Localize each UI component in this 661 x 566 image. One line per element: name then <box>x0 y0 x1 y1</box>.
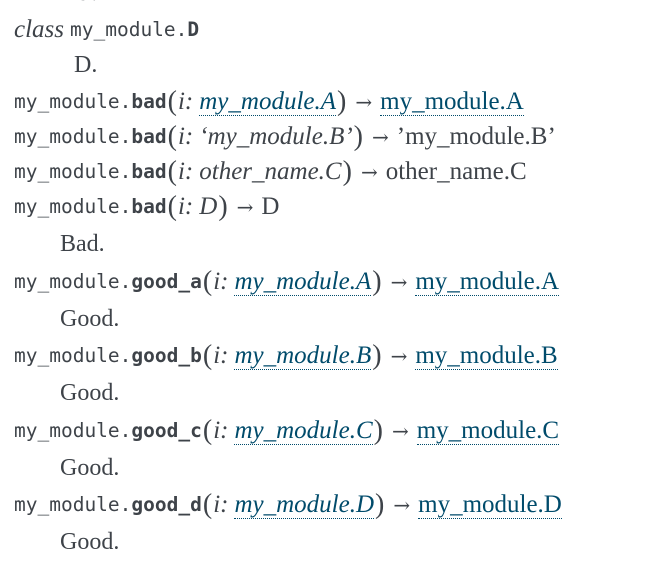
function-prefix: my_module. <box>14 344 132 367</box>
return-arrow: → <box>390 270 408 294</box>
function-name: bad <box>131 195 167 218</box>
param-type-link[interactable]: my_module.B <box>234 341 372 370</box>
function-name: good_a <box>131 270 202 293</box>
open-paren: ( <box>202 340 213 371</box>
function-prefix: my_module. <box>14 195 132 218</box>
param-type-link[interactable]: my_module.D <box>234 490 375 519</box>
param-name: i: <box>213 342 229 369</box>
close-paren: ) <box>373 415 383 446</box>
param-name: i: <box>177 193 194 220</box>
function-signature-bad-b: my_module.bad(i:‘my_module.B’) → ’my_modul… <box>14 120 556 154</box>
function-description: Good. <box>60 380 120 406</box>
open-paren: ( <box>202 489 213 520</box>
param-name: i: <box>177 123 194 150</box>
return-arrow: → <box>360 160 378 184</box>
return-arrow: → <box>391 419 409 443</box>
return-arrow: → <box>236 195 254 219</box>
open-paren: ( <box>167 121 177 152</box>
open-paren: ( <box>167 86 177 117</box>
close-paren: ) <box>372 340 382 371</box>
param-type-link[interactable]: my_module.C <box>234 416 373 445</box>
class-keyword: class <box>14 16 64 43</box>
class-name: D <box>187 18 200 41</box>
function-signature-good-c: my_module.good_c(i:my_module.C)→my_modul… <box>14 414 560 448</box>
function-signature-good-a: my_module.good_a(i:my_module.A)→my_modul… <box>14 265 560 299</box>
function-prefix: my_module. <box>14 270 132 293</box>
param-name: i: <box>213 268 229 295</box>
open-paren: ( <box>167 191 177 222</box>
function-signature-good-d: my_module.good_d(i:my_module.D)→my_modul… <box>14 488 562 522</box>
param-name: i: <box>177 158 194 185</box>
close-paren: ) <box>337 86 347 117</box>
function-signature-bad-a: my_module.bad(i:my_module.A)→my_module.A <box>14 85 524 119</box>
class-description: D. <box>74 52 98 78</box>
return-arrow: → <box>355 90 373 114</box>
function-prefix: my_module. <box>14 160 132 183</box>
return-type-link[interactable]: my_module.B <box>415 341 558 370</box>
param-name: i: <box>177 88 194 115</box>
function-description: Good. <box>60 306 120 332</box>
return-type: ’my_module.B’ <box>396 123 556 150</box>
return-arrow: → <box>393 493 411 517</box>
cut-off-description: C. <box>74 0 98 5</box>
close-paren: ) <box>342 156 352 187</box>
open-paren: ( <box>202 266 213 297</box>
function-name: good_b <box>131 344 202 367</box>
function-description: Good. <box>60 455 120 481</box>
function-name: bad <box>131 90 167 113</box>
return-type-link[interactable]: my_module.D <box>418 490 562 519</box>
close-paren: ) <box>353 121 363 152</box>
return-arrow: → <box>372 125 389 149</box>
function-name: bad <box>131 125 167 148</box>
function-description: Good. <box>60 529 120 555</box>
function-description: Bad. <box>60 231 105 257</box>
close-paren: ) <box>372 266 382 297</box>
param-type-link[interactable]: my_module.A <box>199 87 337 116</box>
return-type-link[interactable]: my_module.C <box>416 416 560 445</box>
function-signature-bad-c: my_module.bad(i:other_name.C)→other_name… <box>14 155 527 189</box>
return-type: other_name.C <box>385 158 527 185</box>
param-name: i: <box>213 491 229 518</box>
param-type-link[interactable]: my_module.A <box>234 267 372 296</box>
function-signature-good-b: my_module.good_b(i:my_module.B)→my_modul… <box>14 339 558 373</box>
open-paren: ( <box>167 156 177 187</box>
return-type: D <box>261 193 280 220</box>
class-prefix: my_module. <box>70 18 188 41</box>
function-prefix: my_module. <box>14 493 132 516</box>
param-type: other_name.C <box>199 158 342 185</box>
return-arrow: → <box>390 344 408 368</box>
param-type: D <box>199 193 218 220</box>
function-name: good_c <box>131 419 202 442</box>
close-paren: ) <box>375 489 385 520</box>
return-type-link[interactable]: my_module.A <box>415 267 560 296</box>
param-type: ‘my_module.B’ <box>199 123 353 150</box>
function-prefix: my_module. <box>14 90 132 113</box>
function-name: good_d <box>131 493 202 516</box>
function-signature-bad-d: my_module.bad(i:D)→D <box>14 190 279 224</box>
param-name: i: <box>213 417 229 444</box>
function-prefix: my_module. <box>14 125 132 148</box>
function-name: bad <box>131 160 167 183</box>
open-paren: ( <box>202 415 213 446</box>
function-prefix: my_module. <box>14 419 132 442</box>
return-type-link[interactable]: my_module.A <box>380 87 524 116</box>
close-paren: ) <box>218 191 228 222</box>
class-signature: class my_module.D <box>14 13 199 47</box>
